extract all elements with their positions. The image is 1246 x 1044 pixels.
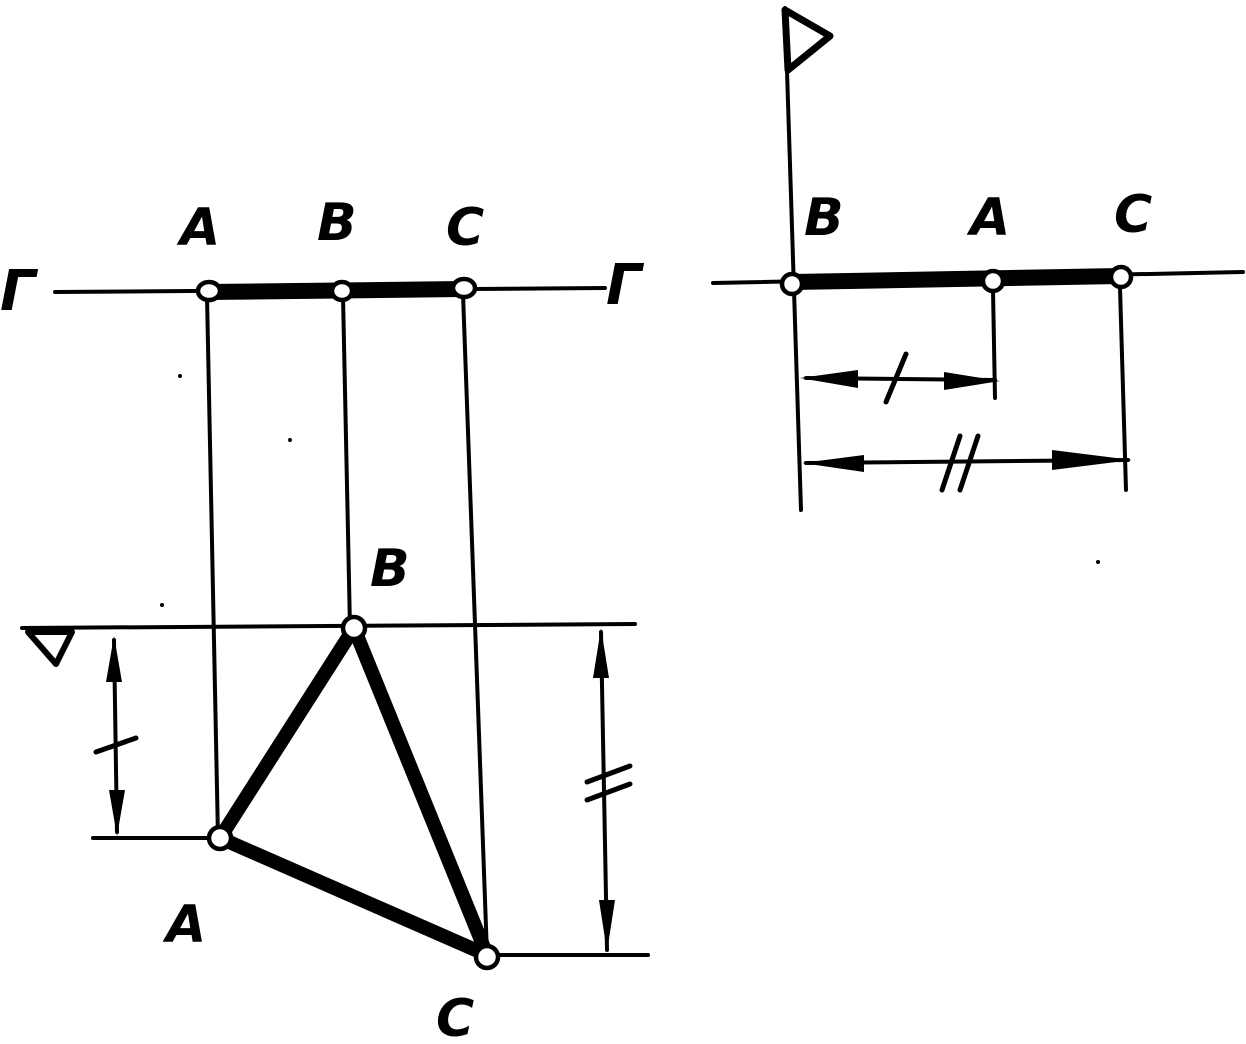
right-segment-bac <box>785 268 1128 290</box>
right-arrowhead-2-right <box>1052 450 1132 470</box>
point-a-top <box>195 279 223 303</box>
projection-line-a <box>205 294 220 840</box>
arrowhead-right-bottom <box>599 900 615 952</box>
speck-2 <box>288 438 292 442</box>
arrowhead-right-top <box>593 628 609 678</box>
right-arrowhead-1-right <box>944 372 1000 390</box>
arrowhead-left-bottom <box>109 790 125 836</box>
view-marker-triangle-left <box>25 629 75 667</box>
tick-mark-single-left <box>93 735 139 755</box>
arrowhead-left-top <box>106 636 122 682</box>
right-point-b <box>779 271 805 297</box>
right-arrowhead-1-left <box>800 370 858 388</box>
point-b-triangle <box>340 614 368 642</box>
point-b-top <box>329 279 355 303</box>
reference-line-upper <box>20 622 637 630</box>
right-tick-single <box>883 351 909 405</box>
right-tick-double-1 <box>939 433 963 493</box>
right-point-a <box>980 268 1006 294</box>
speck-1 <box>178 374 182 378</box>
triangle-edge-bc <box>347 621 494 962</box>
plane-label-left: Г <box>0 259 39 324</box>
label-a-triangle: A <box>162 895 206 955</box>
projection-line-b <box>341 294 352 630</box>
label-a-top: A <box>176 198 220 258</box>
view-marker-flag-right <box>781 6 834 74</box>
point-c-triangle <box>473 943 501 971</box>
triangle-edge-ac <box>213 831 494 962</box>
tick-mark-double-right-2 <box>584 781 633 803</box>
right-projection-c <box>1118 286 1128 492</box>
label-b-top: B <box>317 193 357 253</box>
right-label-b: B <box>804 188 844 248</box>
dimension-line-right <box>599 630 609 952</box>
tick-mark-double-right-1 <box>584 763 633 785</box>
triangle-edge-ab <box>213 621 361 845</box>
label-c-triangle: C <box>436 989 474 1044</box>
label-c-top: C <box>446 198 484 258</box>
point-a-triangle <box>206 824 234 852</box>
right-label-c: C <box>1114 185 1152 245</box>
right-tick-double-2 <box>957 433 981 493</box>
speck-4 <box>1096 560 1100 564</box>
right-arrowhead-2-left <box>802 455 864 472</box>
right-label-a: A <box>966 188 1010 248</box>
point-c-top <box>450 276 478 300</box>
speck-3 <box>160 603 164 607</box>
plane-label-right: Г <box>606 253 645 318</box>
flag-vertical-line <box>783 6 803 512</box>
right-point-c <box>1108 264 1134 290</box>
label-b-triangle: B <box>370 539 410 599</box>
